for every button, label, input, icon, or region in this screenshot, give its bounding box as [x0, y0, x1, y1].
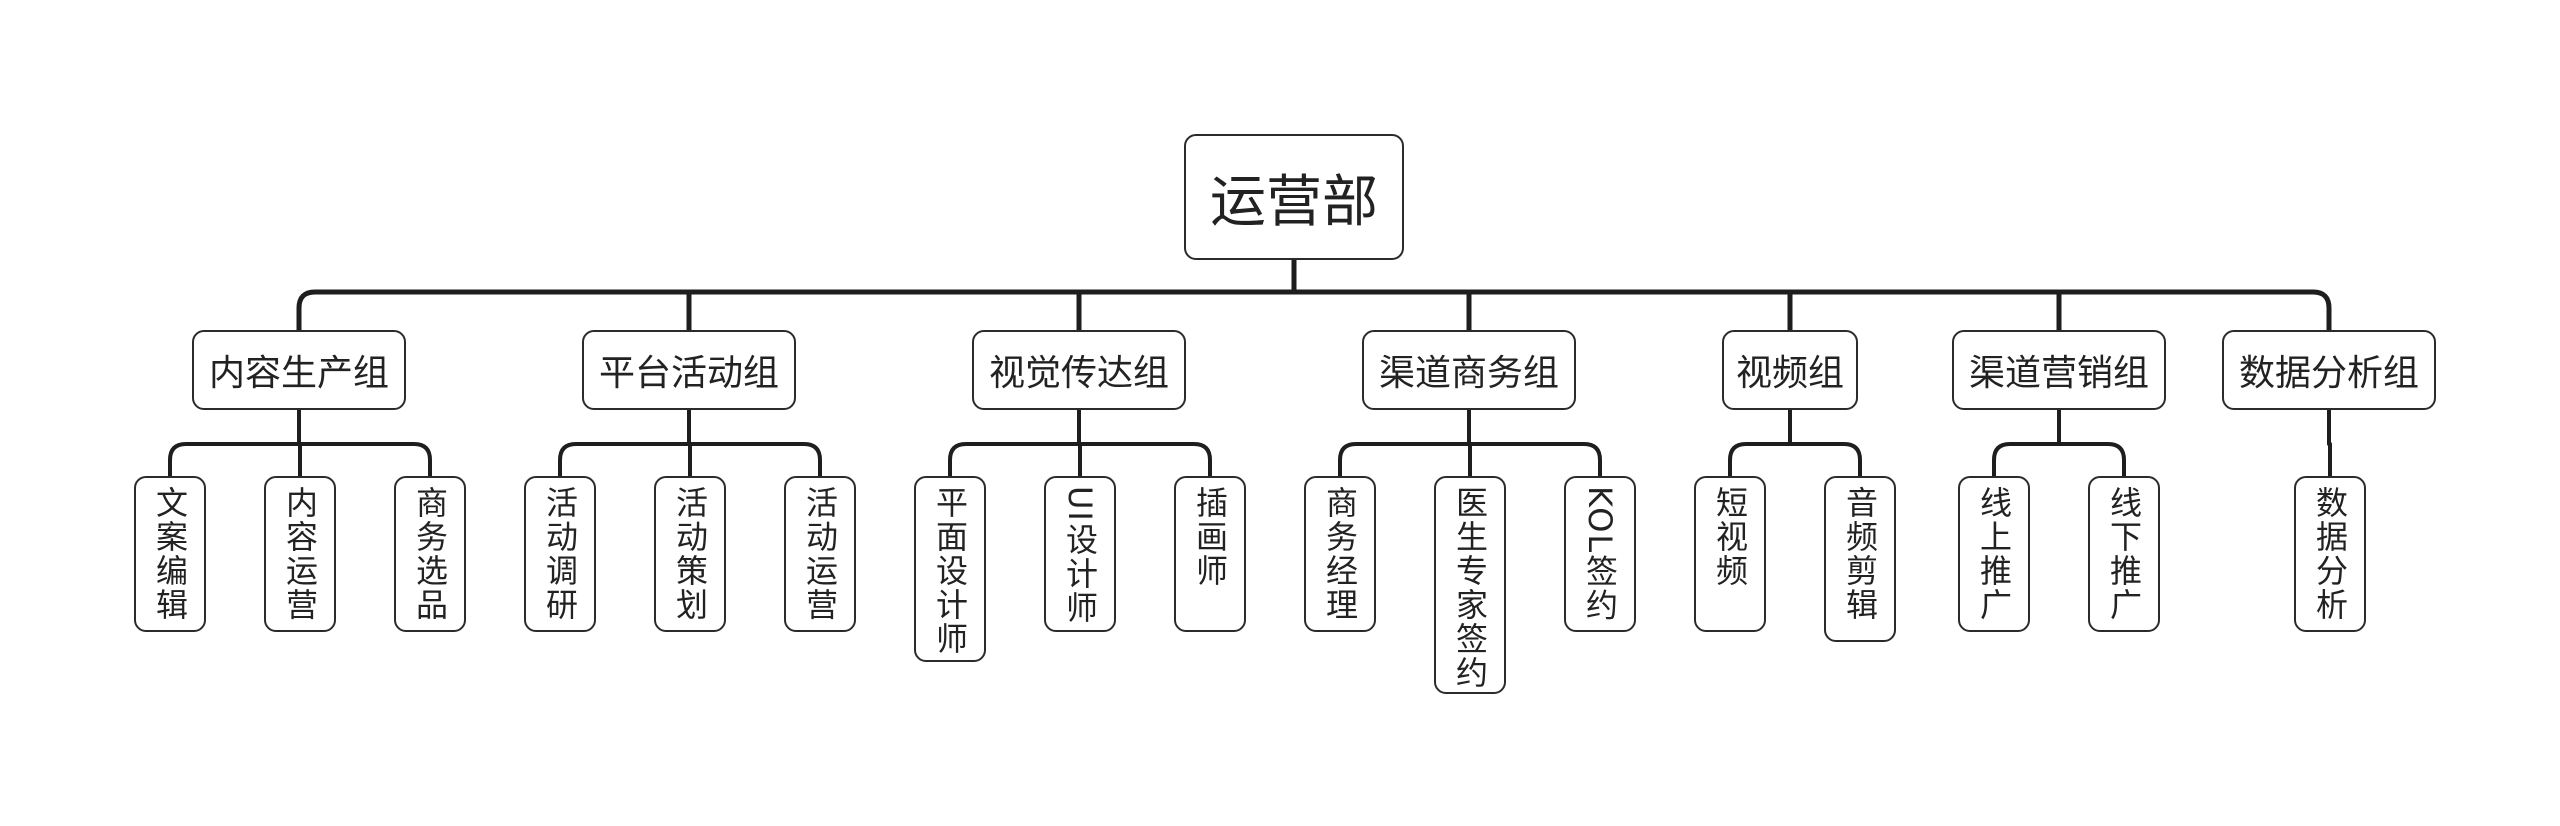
- leaf-node: UI设计师: [1044, 476, 1116, 632]
- group-node: 平台活动组: [582, 330, 796, 410]
- leaf-node: 插画师: [1174, 476, 1246, 632]
- leaf-node: 活动调研: [524, 476, 596, 632]
- group-node: 渠道营销组: [1952, 330, 2166, 410]
- group-node: 渠道商务组: [1362, 330, 1576, 410]
- leaf-node: 文案编辑: [134, 476, 206, 632]
- leaf-node: 线上推广: [1958, 476, 2030, 632]
- leaf-node: 活动策划: [654, 476, 726, 632]
- leaf-node: 活动运营: [784, 476, 856, 632]
- root-node: 运营部: [1184, 134, 1404, 260]
- leaf-node: 医生专家签约: [1434, 476, 1506, 694]
- group-node: 视频组: [1722, 330, 1858, 410]
- group-bus-connector: [296, 289, 2332, 333]
- leaf-node: 数据分析: [2294, 476, 2366, 632]
- leaf-node: 音频剪辑: [1824, 476, 1896, 642]
- leaf-bus-connector: [1728, 442, 1862, 478]
- leaf-bus-connector: [1992, 442, 2126, 478]
- leaf-node: 短视频: [1694, 476, 1766, 632]
- group-node: 数据分析组: [2222, 330, 2436, 410]
- group-node: 内容生产组: [192, 330, 406, 410]
- leaf-node: 线下推广: [2088, 476, 2160, 632]
- leaf-node: 商务选品: [394, 476, 466, 632]
- leaf-node: 商务经理: [1304, 476, 1376, 632]
- leaf-node: KOL签约: [1564, 476, 1636, 632]
- group-node: 视觉传达组: [972, 330, 1186, 410]
- leaf-node: 平面设计师: [914, 476, 986, 662]
- leaf-node: 内容运营: [264, 476, 336, 632]
